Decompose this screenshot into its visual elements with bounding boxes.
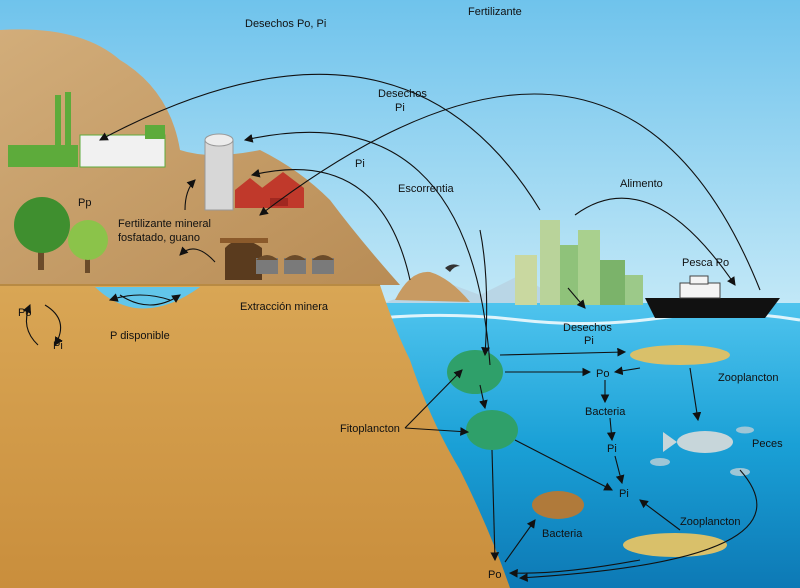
fish-icon — [650, 426, 754, 476]
boat-icon — [645, 275, 780, 318]
shore-rock — [395, 271, 470, 302]
arrow-fert-mineral-down — [179, 246, 216, 263]
arrow-fito-po-bottom — [490, 449, 500, 562]
label-pp: Pp — [78, 197, 91, 209]
arrow-fish-po — [518, 469, 758, 582]
label-zooplancton-bottom: Zooplancton — [680, 516, 741, 528]
label-po-water: Po — [596, 368, 609, 380]
p-disponible-pond — [95, 287, 200, 309]
arrow-pi-po — [22, 303, 39, 346]
label-zooplancton-top: Zooplancton — [718, 372, 779, 384]
label-fert-line2: fosfatado, guano — [118, 232, 200, 244]
label-desechos-city: Desechos — [563, 322, 612, 334]
bacteria-shape — [532, 491, 584, 519]
arrow-desechos-po-pi — [99, 73, 541, 211]
arrow-escorrentia — [479, 229, 490, 357]
label-desechos-pi: Pi — [395, 102, 405, 114]
city-icon — [515, 220, 643, 305]
arrow-pi-pi — [614, 455, 625, 485]
label-fertilizante: Fertilizante — [468, 6, 522, 18]
label-desechos-city-pi: Pi — [584, 335, 594, 347]
label-po-bottom: Po — [488, 569, 501, 581]
arrow-pond-2 — [108, 293, 171, 302]
ground-cliff — [0, 285, 510, 588]
mine-icon — [220, 238, 334, 280]
arrow-fito-fito — [479, 384, 488, 410]
farm-icon — [204, 133, 304, 211]
arrow-bacteria-pi — [606, 417, 616, 442]
tree-icon — [14, 197, 108, 273]
arrow-fito-zoo — [499, 347, 627, 357]
arrow-fito-pi — [514, 439, 613, 491]
label-pesca: Pesca Po — [682, 257, 729, 269]
labels: Desechos Po, Pi Fertilizante Desechos Pi… — [18, 6, 783, 581]
arrow-fert-mineral-up — [184, 179, 196, 211]
label-alimento: Alimento — [620, 178, 663, 190]
arrow-fito-label-2 — [404, 427, 470, 436]
arrow-desechos-pi — [243, 131, 491, 366]
arrow-zoo-pi — [639, 499, 681, 531]
arrow-po-bacteria-bottom — [504, 519, 536, 563]
arrow-po-pi — [44, 304, 63, 346]
label-desechos: Desechos — [378, 88, 427, 100]
bird-icon — [445, 264, 460, 272]
arrow-zoo-fish — [689, 367, 702, 422]
factory-icon — [8, 92, 166, 168]
arrow-pond-1 — [119, 294, 181, 306]
label-p-disponible: P disponible — [110, 330, 170, 342]
label-bacteria-water: Bacteria — [585, 406, 626, 418]
arrow-pi-land — [250, 168, 411, 281]
arrow-city-desechos — [567, 287, 586, 309]
label-peces: Peces — [752, 438, 783, 450]
arrow-fertilizante — [259, 93, 761, 291]
label-bacteria-deep: Bacteria — [542, 528, 583, 540]
arrow-fito-label-1 — [404, 369, 463, 429]
label-pi-land: Pi — [355, 158, 365, 170]
label-pi-water: Pi — [607, 443, 617, 455]
phytoplankton-shapes — [447, 350, 518, 450]
label-extraccion: Extracción minera — [240, 301, 329, 313]
label-fitoplancton: Fitoplancton — [340, 423, 400, 435]
label-escorrentia: Escorrentia — [398, 183, 455, 195]
label-desechos-po-pi: Desechos Po, Pi — [245, 18, 326, 30]
label-po-land: Po — [18, 307, 31, 319]
cycle-arrows — [22, 73, 761, 582]
label-pi-deep: Pi — [619, 488, 629, 500]
arrow-zoo-po — [613, 366, 641, 376]
mountain — [0, 29, 400, 285]
label-pi-land2: Pi — [53, 340, 63, 352]
arrow-alimento — [574, 197, 736, 286]
label-fert-line1: Fertilizante mineral — [118, 218, 211, 230]
